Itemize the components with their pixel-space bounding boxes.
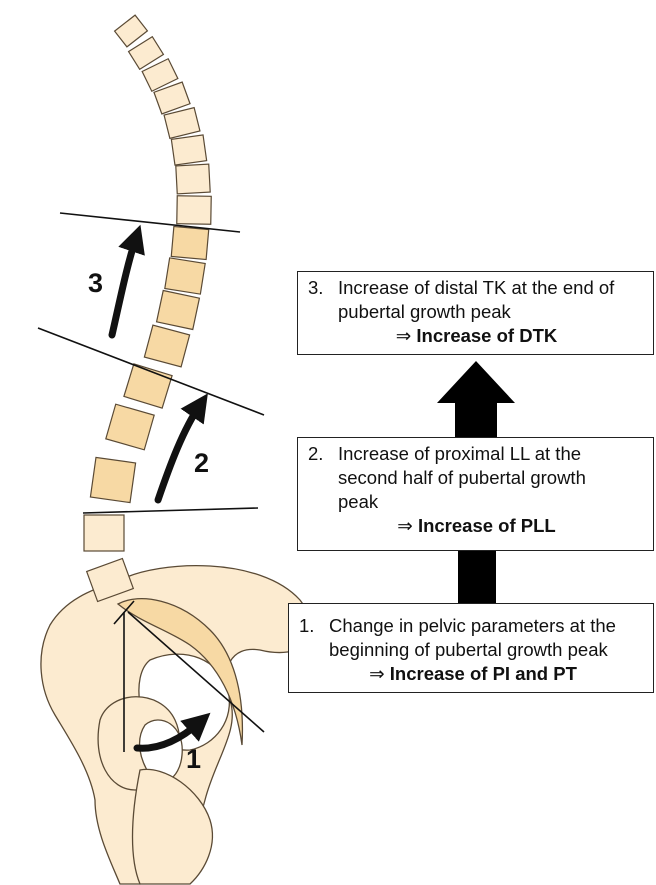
vertebra [84,515,124,551]
label-step-2: 2 [194,448,209,478]
pelvis [41,566,312,884]
label-step-3: 3 [88,268,103,298]
label-step-1: 1 [186,744,201,774]
thoracic-upper-line [60,213,240,232]
step-3-line-1: Increase of distal TK at the end of [338,277,614,298]
step-2-result: ⇒ Increase of PLL [308,514,645,538]
vertebra [177,196,211,225]
step-2-line-2: second half of pubertal growth [338,467,586,488]
step-2-number: 2. [308,442,338,514]
step-3-text: Increase of distal TK at the end of pube… [338,276,645,324]
lumbar-lower-line [83,508,258,513]
step-1-result-text: Increase of PI and PT [390,663,577,684]
step-1-result: ⇒ Increase of PI and PT [299,662,647,686]
step-3-number: 3. [308,276,338,324]
step-1-line-2: beginning of pubertal growth peak [329,639,608,660]
big-arrow-up-icon [437,361,515,437]
vertebra-highlighted [144,325,189,367]
step-2-line-1: Increase of proximal LL at the [338,443,581,464]
vertebra-highlighted [90,457,135,502]
step-1-line-1: Change in pelvic parameters at the [329,615,616,636]
implies-icon: ⇒ [397,515,413,536]
step-2-box: 2. Increase of proximal LL at the second… [297,437,654,551]
vertebra-highlighted [106,404,154,450]
vertebral-column [84,15,211,601]
vertebra-highlighted [157,291,200,330]
vertebra [164,108,200,139]
step-1-number: 1. [299,614,329,662]
implies-icon: ⇒ [369,663,385,684]
step-2-result-text: Increase of PLL [418,515,556,536]
step-3-result: ⇒ Increase of DTK [308,324,645,348]
step-3-line-2: pubertal growth peak [338,301,511,322]
step-1-text: Change in pelvic parameters at the begin… [329,614,647,662]
arrow-3-icon [112,238,136,335]
connector-bar [458,551,496,603]
step-2-line-3: peak [338,491,378,512]
vertebra-highlighted [171,227,208,260]
vertebra [176,164,210,194]
step-3-result-text: Increase of DTK [416,325,557,346]
vertebra [171,135,206,165]
step-1-box: 1. Change in pelvic parameters at the be… [288,603,654,693]
step-2-text: Increase of proximal LL at the second ha… [338,442,645,514]
implies-icon: ⇒ [396,325,412,346]
vertebra-highlighted [165,258,205,294]
step-3-box: 3. Increase of distal TK at the end of p… [297,271,654,355]
